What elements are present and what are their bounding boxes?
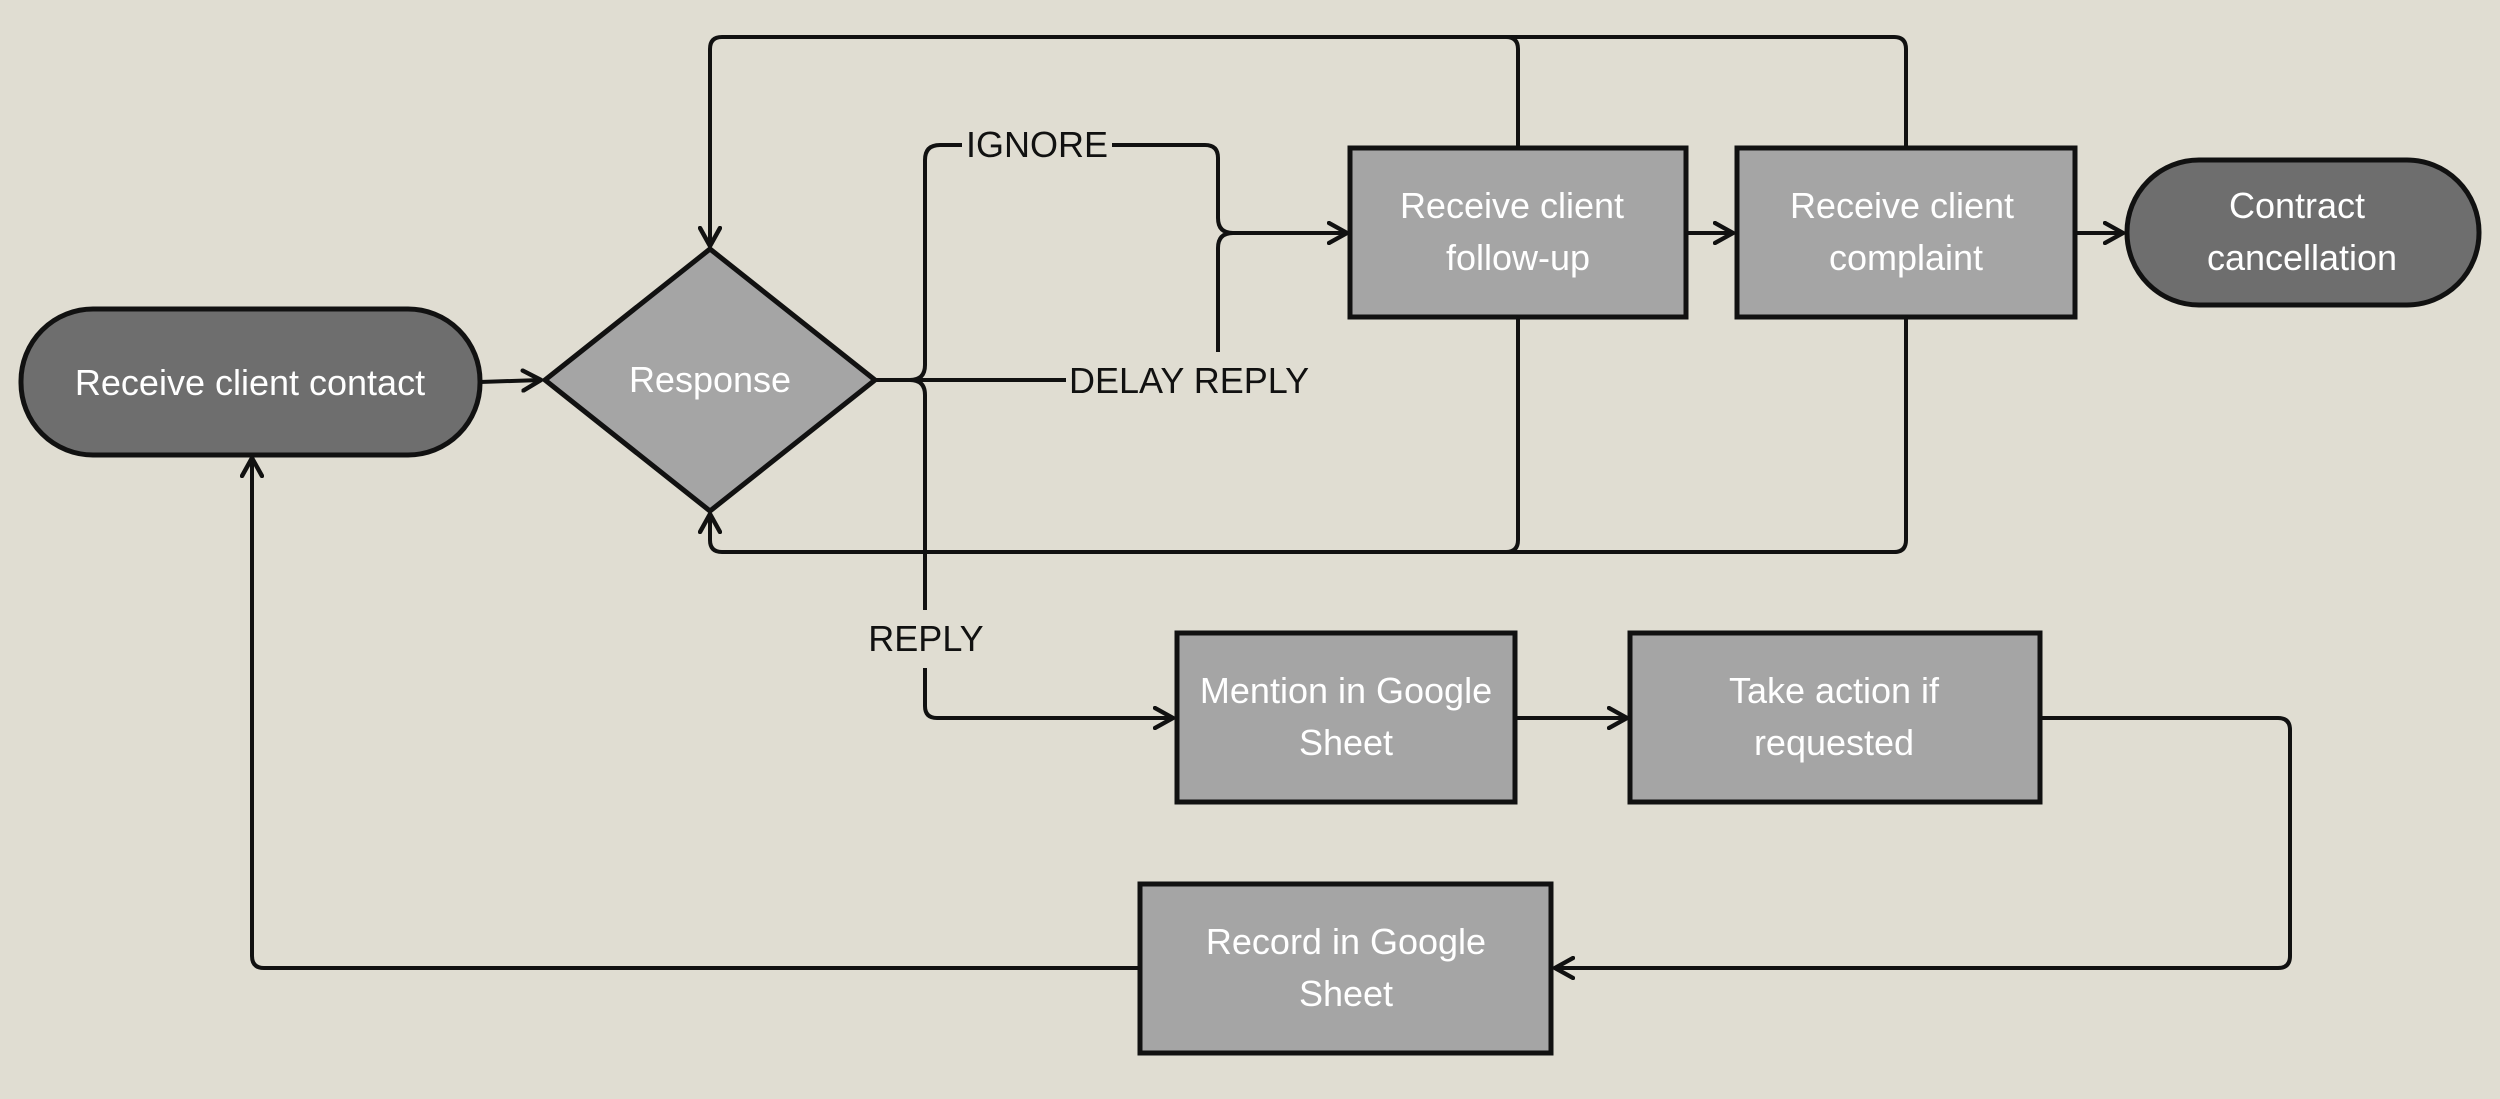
node-label-line-1: Receive client — [1790, 185, 2014, 226]
edge-contact-to-response — [479, 380, 541, 382]
edge-followup-loop-top — [1505, 35, 1520, 147]
process-shape — [1734, 145, 2078, 320]
node-label-line-1: Contract — [2229, 185, 2365, 226]
terminal-shape — [2124, 157, 2482, 308]
node-record-in-google-sheet[interactable]: Record in Google Sheet — [1137, 881, 1554, 1056]
node-label-line-2: requested — [1754, 722, 1914, 763]
node-label-line-2: Sheet — [1299, 722, 1393, 763]
connectors — [252, 35, 2292, 970]
edge-action-to-record — [1555, 716, 2292, 968]
terminal-shape — [18, 306, 483, 458]
node-contract-cancellation[interactable]: Contract cancellation — [2124, 157, 2482, 308]
node-label-line-1: Take action if — [1729, 670, 1940, 711]
node-receive-client-follow-up[interactable]: Receive client follow-up — [1347, 145, 1689, 320]
node-label-line-2: complaint — [1829, 237, 1983, 278]
edge-complaint-loop-bottom — [710, 318, 1908, 554]
node-receive-client-contact[interactable]: Receive client contact — [18, 306, 483, 458]
node-label-line-2: cancellation — [2207, 237, 2397, 278]
edge-label-reply: REPLY — [868, 618, 983, 659]
node-take-action-if-requested[interactable]: Take action if requested — [1627, 630, 2043, 805]
edge-complaint-loop-top — [710, 35, 1908, 246]
node-label: Response — [629, 359, 791, 400]
node-label-line-2: follow-up — [1446, 237, 1590, 278]
node-label: Receive client contact — [75, 362, 425, 403]
node-label-line-2: Sheet — [1299, 973, 1393, 1014]
process-shape — [1627, 630, 2043, 805]
node-label-line-1: Record in Google — [1206, 921, 1486, 962]
edge-reply — [909, 378, 927, 610]
edge-followup-loop-bottom — [1505, 318, 1520, 554]
process-shape — [1347, 145, 1689, 320]
process-shape — [1137, 881, 1554, 1056]
process-shape — [1174, 630, 1518, 805]
node-mention-in-google-sheet[interactable]: Mention in Google Sheet — [1174, 630, 1518, 805]
decision-shape — [540, 245, 880, 515]
node-label-line-1: Mention in Google — [1200, 670, 1492, 711]
node-label-line-1: Receive client — [1400, 185, 1624, 226]
edge-label-delay-reply: DELAY REPLY — [1069, 360, 1309, 401]
edge-ignore — [875, 143, 962, 382]
edge-reply-cont — [923, 668, 1173, 718]
edge-record-to-contact — [252, 458, 1140, 970]
node-receive-client-complaint[interactable]: Receive client complaint — [1734, 145, 2078, 320]
node-response[interactable]: Response — [540, 245, 880, 515]
edge-delay-reply-rise — [1216, 231, 1234, 352]
edge-ignore-cont — [1112, 143, 1347, 233]
edge-label-ignore: IGNORE — [966, 124, 1108, 165]
